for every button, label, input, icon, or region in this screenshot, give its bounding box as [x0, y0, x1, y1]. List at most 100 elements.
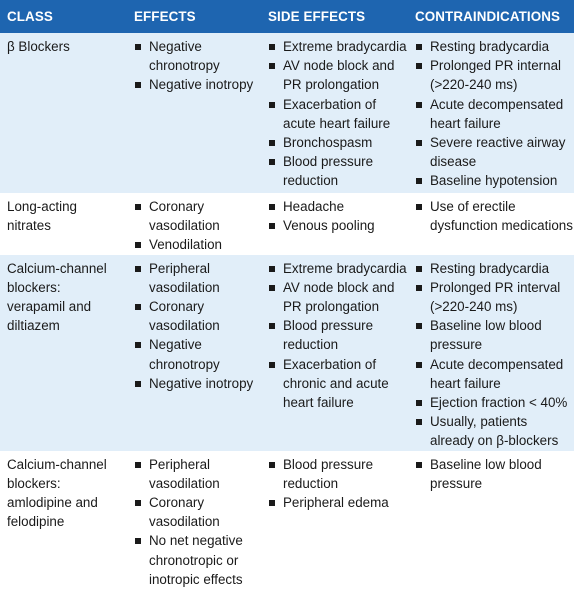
table-row: Calcium-channel blockers: verapamil and …	[0, 254, 574, 451]
square-bullet-icon	[416, 284, 422, 291]
list-item-text: Ejection fraction < 40%	[430, 395, 568, 411]
list-item-text: Exacerbation of acute heart failure	[283, 96, 391, 131]
list-item: Blood pressure reduction	[268, 152, 408, 190]
list-item: Venous pooling	[268, 216, 408, 235]
list-item: Peripheral edema	[268, 493, 408, 512]
list-item-text: Severe reactive airway disease	[430, 135, 566, 170]
square-bullet-icon	[135, 500, 141, 507]
square-bullet-icon	[135, 204, 141, 210]
cell-class: Long-acting nitrates	[0, 193, 127, 255]
list-item-text: Coronary vasodilation	[149, 495, 220, 530]
list-item: AV node block and PR prolongation	[268, 278, 408, 316]
square-bullet-icon	[269, 159, 275, 166]
list-item-text: No net negative chronotropic or inotropi…	[149, 533, 243, 587]
square-bullet-icon	[416, 323, 422, 330]
list-item: Bronchospasm	[268, 133, 408, 152]
list-item: Resting bradycardia	[415, 37, 574, 56]
list-item: Severe reactive airway disease	[415, 133, 574, 171]
list-item-text: Prolonged PR interval (>220-240 ms)	[430, 279, 561, 315]
list-item: Coronary vasodilation	[134, 297, 261, 335]
list-item: Negative chronotropy	[134, 335, 261, 373]
square-bullet-icon	[269, 44, 275, 50]
square-bullet-icon	[269, 500, 275, 507]
list-item-text: Acute decompensated heart failure	[430, 96, 564, 131]
square-bullet-icon	[135, 242, 141, 249]
list-item: Blood pressure reduction	[268, 455, 408, 493]
side-effects-list: Extreme bradycardia AV node block and PR …	[268, 259, 408, 413]
list-item-text: Baseline low blood pressure	[430, 456, 542, 491]
side-effects-list: Extreme bradycardia AV node block and PR …	[268, 37, 408, 191]
list-item: AV node block and PR prolongation	[268, 56, 408, 94]
cell-class: Calcium-channel blockers: verapamil and …	[0, 254, 127, 451]
list-item-text: Venodilation	[149, 237, 222, 253]
cell-side-effects: Extreme bradycardia AV node block and PR …	[261, 254, 408, 451]
header-class: CLASS	[0, 0, 127, 33]
square-bullet-icon	[416, 204, 422, 210]
square-bullet-icon	[135, 538, 141, 545]
square-bullet-icon	[269, 101, 275, 108]
list-item-text: Negative inotropy	[149, 77, 254, 93]
contraindications-list: Baseline low blood pressure	[415, 455, 574, 493]
list-item: Coronary vasodilation	[134, 197, 261, 235]
list-item: Extreme bradycardia	[268, 37, 408, 56]
square-bullet-icon	[135, 265, 141, 272]
list-item: Prolonged PR interval (>220-240 ms)	[415, 278, 574, 316]
square-bullet-icon	[269, 204, 275, 210]
list-item-text: Resting bradycardia	[430, 260, 550, 276]
list-item: Headache	[268, 197, 408, 216]
table-row: Calcium-channel blockers: amlodipine and…	[0, 450, 574, 615]
square-bullet-icon	[135, 380, 141, 387]
square-bullet-icon	[269, 323, 275, 330]
list-item: Coronary vasodilation	[134, 493, 261, 531]
list-item-text: Peripheral vasodilation	[149, 456, 220, 491]
list-item: Negative inotropy	[134, 75, 261, 94]
contraindications-list: Use of erectile dysfunction medications	[415, 197, 574, 235]
table-header-row: CLASS EFFECTS SIDE EFFECTS CONTRAINDICAT…	[0, 0, 574, 33]
square-bullet-icon	[416, 101, 422, 108]
header-contraindications: CONTRAINDICATIONS	[408, 0, 574, 33]
list-item: Negative inotropy	[134, 374, 261, 393]
list-item-text: Extreme bradycardia	[283, 39, 407, 54]
list-item-text: Baseline hypotension	[430, 173, 558, 189]
list-item: Extreme bradycardia	[268, 259, 408, 278]
list-item-text: Acute decompensated heart failure	[430, 356, 564, 391]
list-item-text: Negative chronotropy	[149, 337, 220, 372]
list-item: Resting bradycardia	[415, 259, 574, 278]
square-bullet-icon	[269, 265, 275, 272]
list-item: Negative chronotropy	[134, 37, 261, 75]
list-item: Acute decompensated heart failure	[415, 95, 574, 133]
list-item: Baseline low blood pressure	[415, 455, 574, 493]
list-item-text: AV node block and PR prolongation	[283, 58, 395, 93]
list-item-text: Peripheral vasodilation	[149, 260, 220, 295]
list-item-text: Negative chronotropy	[149, 39, 220, 74]
cell-contraindications: Use of erectile dysfunction medications	[408, 193, 574, 255]
cell-class: Calcium-channel blockers: amlodipine and…	[0, 450, 127, 615]
list-item-text: Blood pressure reduction	[283, 154, 374, 189]
square-bullet-icon	[416, 361, 422, 368]
list-item: Usually, patients already on β-blockers	[415, 412, 574, 450]
list-item-text: Negative inotropy	[149, 375, 254, 391]
square-bullet-icon	[269, 63, 275, 70]
list-item-text: Extreme bradycardia	[283, 260, 407, 276]
square-bullet-icon	[416, 178, 422, 185]
square-bullet-icon	[416, 140, 422, 147]
header-side-effects: SIDE EFFECTS	[261, 0, 408, 33]
square-bullet-icon	[416, 461, 422, 468]
square-bullet-icon	[416, 400, 422, 407]
list-item: Peripheral vasodilation	[134, 455, 261, 493]
